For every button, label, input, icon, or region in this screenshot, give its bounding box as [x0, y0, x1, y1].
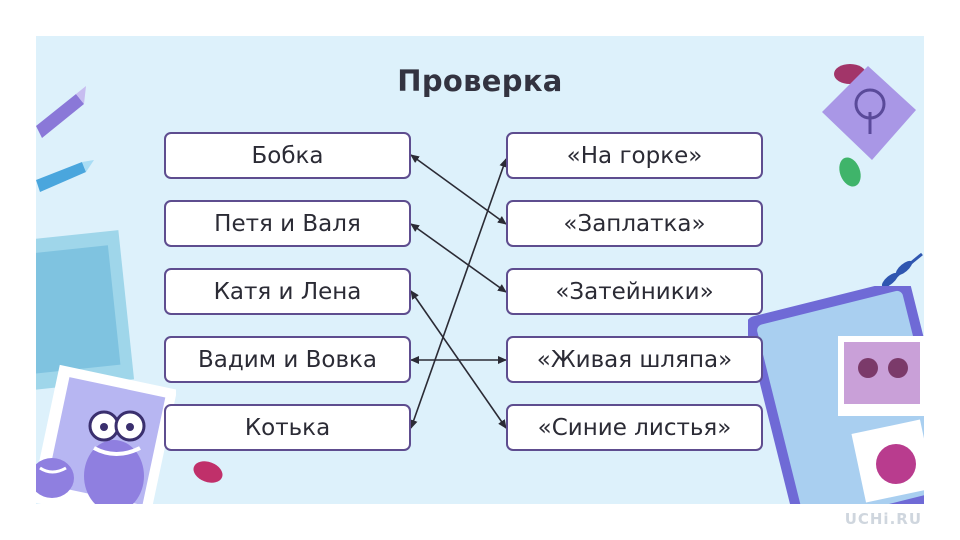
page-title: Проверка — [397, 64, 563, 98]
watermark-logo: UCHi.RU — [844, 510, 922, 528]
bean-icon — [193, 461, 223, 483]
left-item-katya-lena[interactable]: Катя и Лена — [164, 268, 411, 315]
match-line-5 — [409, 158, 508, 429]
left-item-vadim-vovka[interactable]: Вадим и Вовка — [164, 336, 411, 383]
left-item-kotka[interactable]: Котька — [164, 404, 411, 451]
right-item-zateyniki[interactable]: «Затейники» — [506, 268, 763, 315]
tree-icon — [822, 64, 916, 160]
photo-frame — [748, 286, 924, 504]
crocodile-character — [36, 410, 146, 504]
right-item-sinie-listya[interactable]: «Синие листья» — [506, 404, 763, 451]
right-item-zhivaya-shlyapa[interactable]: «Живая шляпа» — [506, 336, 763, 383]
left-item-bobka[interactable]: Бобка — [164, 132, 411, 179]
right-item-zaplatka[interactable]: «Заплатка» — [506, 200, 763, 247]
pencil-icon — [36, 86, 94, 192]
match-line-2 — [410, 223, 507, 293]
left-item-petya-valya[interactable]: Петя и Валя — [164, 200, 411, 247]
right-item-na-gorke[interactable]: «На горке» — [506, 132, 763, 179]
match-line-1 — [410, 154, 507, 225]
leaf-icon — [839, 157, 861, 187]
